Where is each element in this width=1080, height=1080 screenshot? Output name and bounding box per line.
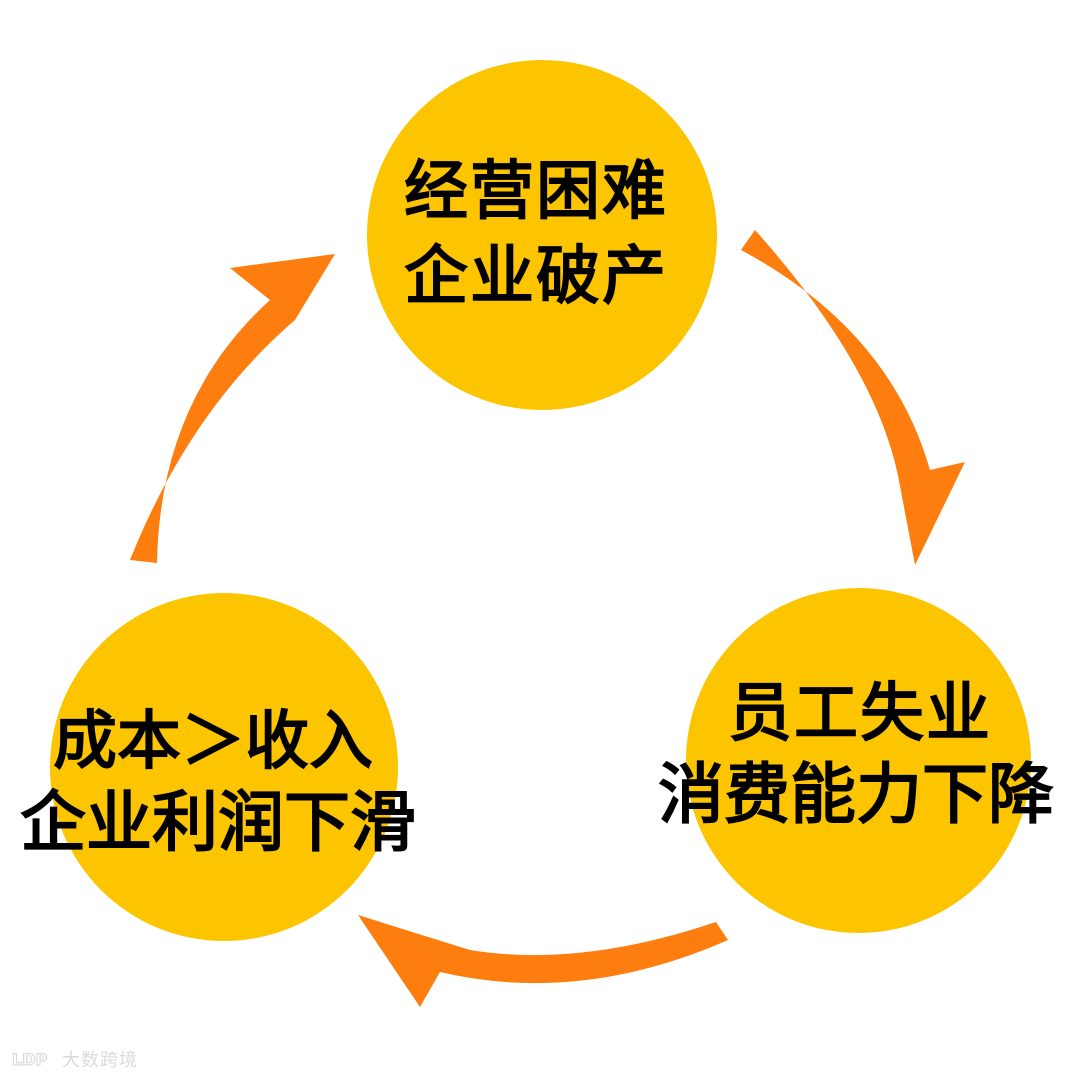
node-right-line1: 员工失业 bbox=[728, 677, 992, 751]
watermark: LDP 大数跨境 bbox=[12, 1046, 138, 1072]
node-left-line1: 成本＞收入 bbox=[53, 705, 373, 779]
node-top-line1: 经营困难 bbox=[404, 155, 668, 229]
arrow-left-to-top bbox=[130, 254, 335, 563]
svg-text:LDP: LDP bbox=[12, 1050, 47, 1069]
node-right-line2: 消费能力下降 bbox=[658, 756, 1054, 833]
node-right-circle bbox=[686, 588, 1031, 933]
ldp-logo-icon: LDP bbox=[12, 1049, 48, 1069]
node-left-circle bbox=[50, 593, 398, 941]
watermark-text: 大数跨境 bbox=[62, 1050, 138, 1071]
arrow-top-to-right bbox=[741, 230, 965, 565]
node-left-line2: 企业利润下滑 bbox=[20, 784, 416, 861]
node-top-line2: 企业破产 bbox=[404, 240, 668, 314]
arrow-right-to-left bbox=[358, 915, 728, 1007]
node-top-circle bbox=[367, 60, 717, 410]
